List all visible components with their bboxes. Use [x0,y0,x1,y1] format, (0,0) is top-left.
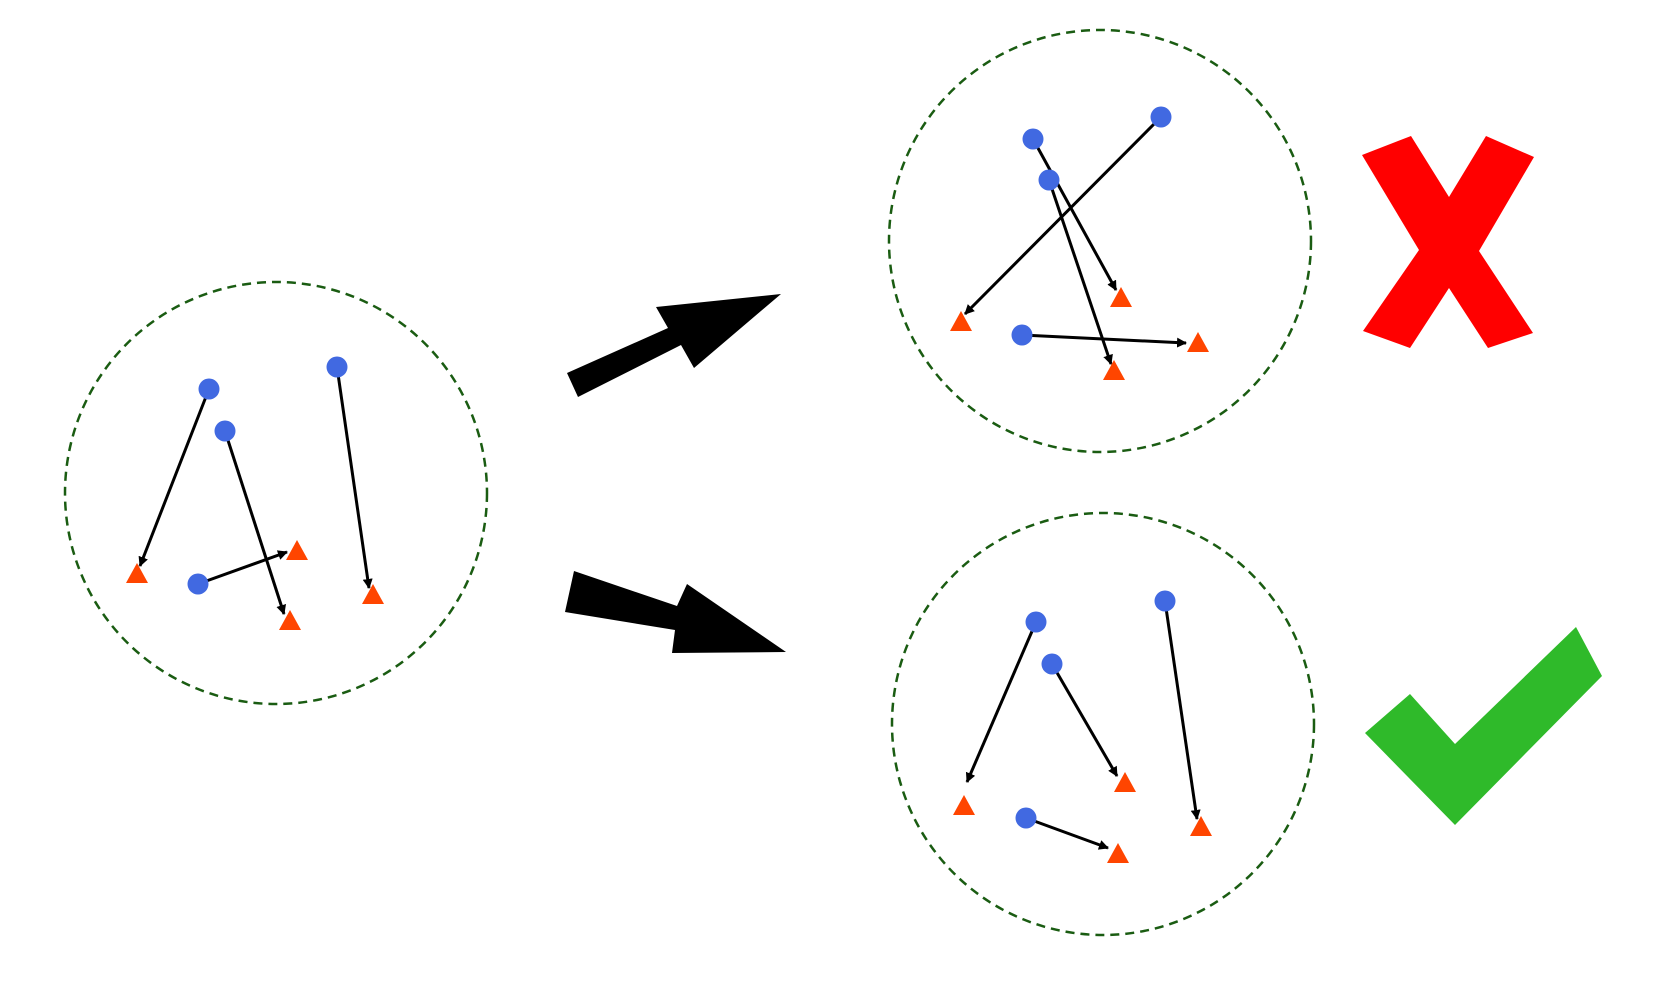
target-point [126,563,148,583]
target-point [286,540,308,560]
original-boundary-circle [63,280,489,706]
red-x-icon [1362,136,1534,348]
target-point [362,584,384,604]
link-arrow [1050,663,1119,777]
source-point [1150,106,1172,128]
target-point [279,610,301,630]
link-arrow [138,388,211,567]
original-panel [63,280,489,706]
target-point [950,311,972,331]
link-arrow [963,115,1163,316]
source-point [326,356,348,378]
source-point [1025,611,1047,633]
target-point [953,795,975,815]
target-point [1110,287,1132,307]
source-point [1154,590,1176,612]
correct-mapping-panel [890,511,1316,937]
source-point [1038,169,1060,191]
incorrect-mapping-panel [887,28,1313,454]
source-point [187,573,209,595]
source-point [1011,324,1033,346]
source-point [1015,807,1037,829]
right-arrow-icon [565,571,786,653]
link-arrow [335,366,373,589]
right-arrow-icon [567,294,781,397]
source-point [1041,653,1063,675]
target-point [1187,332,1209,352]
incorrect-boundary-circle [887,28,1313,454]
link-arrow [1025,816,1109,850]
green-check-icon [1365,627,1602,825]
link-arrow [223,430,286,615]
source-point [214,420,236,442]
transition-arrows [565,294,786,653]
source-point [1022,128,1044,150]
target-point [1103,360,1125,380]
link-arrow [965,621,1038,783]
source-point [198,378,220,400]
target-point [1107,843,1129,863]
link-arrow [1021,333,1187,348]
correct-boundary-circle [890,511,1316,937]
link-arrow [197,550,288,586]
link-arrow [1047,179,1113,365]
link-arrow [1031,138,1118,291]
target-point [1190,816,1212,836]
link-arrow [1163,600,1201,820]
target-point [1114,772,1136,792]
